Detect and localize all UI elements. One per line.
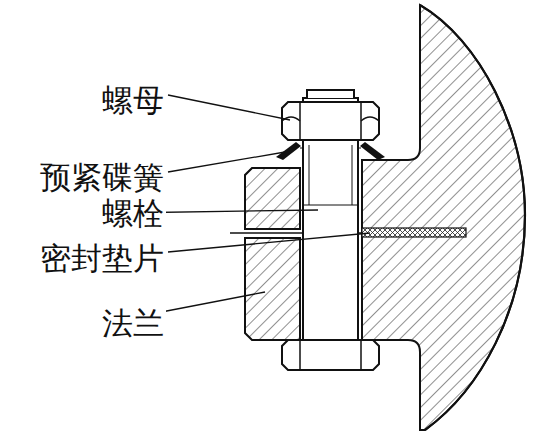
nut-bottom <box>282 340 379 370</box>
casting <box>362 5 525 430</box>
part-label: 密封垫片 <box>38 241 166 275</box>
disc-spring <box>276 142 301 160</box>
flange-upper <box>245 168 300 229</box>
nut-top <box>282 102 379 140</box>
part-label: 螺栓 <box>100 196 166 230</box>
part-label: 预紧碟簧 <box>38 160 166 194</box>
part-label: 螺母 <box>100 83 166 117</box>
flange-lower <box>245 238 300 340</box>
part-label: 法兰 <box>100 306 166 340</box>
gasket <box>362 228 466 237</box>
